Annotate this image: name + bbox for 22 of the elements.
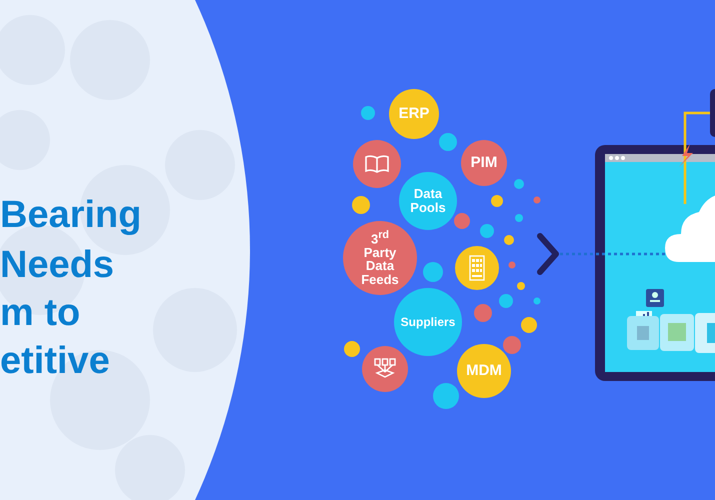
headline-text: m to xyxy=(0,294,80,332)
headline-text: Bearing xyxy=(0,196,142,234)
bubble-label: Suppliers xyxy=(400,316,456,328)
data-source-bubble xyxy=(362,346,408,392)
data-source-bubble xyxy=(461,140,507,186)
data-source-bubble xyxy=(353,140,401,188)
connector-line xyxy=(684,112,710,204)
data-source-bubble xyxy=(399,172,457,230)
bubble-label: PIM xyxy=(470,155,498,171)
data-source-bubble xyxy=(389,89,439,139)
connector-line xyxy=(560,252,666,256)
data-source-bubble xyxy=(457,344,511,398)
headline-text: Needs xyxy=(0,246,114,284)
tablet-drawing xyxy=(595,145,715,381)
data-source-bubble xyxy=(455,246,499,290)
bubble-label: 3$^{rd}$ Party Data Feeds xyxy=(360,230,400,286)
headline-text: etitive xyxy=(0,342,110,380)
data-source-bubble xyxy=(394,288,462,356)
bubble-label: MDM xyxy=(466,363,502,379)
data-source-bubble xyxy=(343,221,417,295)
bubble-label: ERP xyxy=(398,106,430,122)
bubble-label: Data Pools xyxy=(409,187,447,215)
